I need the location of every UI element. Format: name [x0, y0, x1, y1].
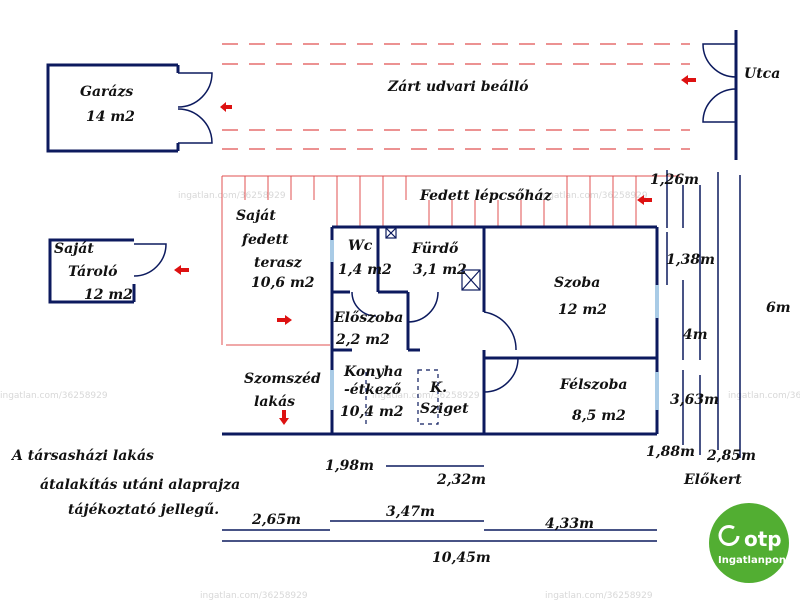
island-line1: K.: [429, 380, 447, 396]
street-name: Utca: [744, 66, 780, 82]
wc-name: Wc: [348, 238, 373, 254]
garage-name: Garázs: [80, 84, 133, 100]
terrace-line1: Saját: [236, 208, 276, 224]
dimension-lines: [222, 170, 741, 542]
dimension-labels: 1,26m 1,38m 4m 6m 3,63m 1,88m 2,85m 1,98…: [251, 172, 791, 566]
terrace-area: 10,6 m2: [251, 275, 315, 291]
hall-name: Előszoba: [333, 310, 403, 326]
fixtures: [365, 227, 481, 425]
storage-line1: Saját: [54, 241, 94, 257]
logo-symbol-icon: [718, 525, 740, 546]
dim-10-45: 10,45m: [432, 550, 491, 566]
room-name: Szoba: [554, 275, 600, 291]
stairwell-hatch: [221, 175, 680, 346]
bathroom-area: 3,1 m2: [413, 262, 467, 278]
dim-1-38: 1,38m: [666, 252, 715, 268]
front-garden-name: Előkert: [683, 472, 742, 488]
plan-note: A társasházi lakás átalakítás utáni alap…: [10, 448, 240, 518]
storage: [48, 238, 167, 304]
note-line3: tájékoztató jellegű.: [68, 502, 219, 518]
windows: [330, 240, 659, 410]
bathroom-name: Fürdő: [411, 241, 459, 257]
doors: [351, 291, 519, 393]
storage-area: 12 m2: [84, 287, 133, 303]
garage: [46, 63, 213, 153]
logo-brand: otp: [744, 527, 782, 551]
dim-3-47: 3,47m: [386, 504, 435, 520]
watermark: ingatlan.com/36258929: [178, 191, 286, 201]
dim-2-85: 2,85m: [706, 448, 756, 464]
dim-1-98: 1,98m: [325, 458, 374, 474]
neighbor-line1: Szomszéd: [244, 371, 321, 387]
watermark: ingatlan.com/36258929: [0, 391, 108, 401]
dim-3-63: 3,63m: [670, 392, 719, 408]
kitchen-line1: Konyha: [343, 364, 403, 380]
room-labels: Garázs 14 m2 Zárt udvari beálló Utca Fed…: [54, 66, 780, 488]
watermarks: ingatlan.com/36258929 ingatlan.com/36258…: [0, 191, 800, 600]
watermark: ingatlan.com/36258929: [728, 391, 800, 401]
room-area: 12 m2: [558, 302, 607, 318]
terrace-line3: terasz: [254, 255, 303, 271]
logo-badge: [709, 503, 789, 583]
dim-1-26: 1,26m: [650, 172, 699, 188]
dim-2-65: 2,65m: [251, 512, 301, 528]
otp-logo: otp Ingatlanpont: [709, 503, 791, 583]
dim-2-32: 2,32m: [436, 472, 486, 488]
watermark: ingatlan.com/36258929: [200, 591, 308, 600]
hall-area: 2,2 m2: [335, 332, 390, 348]
neighbor-line2: lakás: [254, 394, 295, 410]
note-line2: átalakítás utáni alaprajza: [40, 477, 240, 493]
watermark: ingatlan.com/36258929: [540, 191, 648, 201]
half-room-area: 8,5 m2: [572, 408, 626, 424]
half-room-name: Félszoba: [559, 377, 627, 393]
terrace-line2: fedett: [241, 232, 289, 248]
watermark: ingatlan.com/36258929: [545, 591, 653, 600]
dim-1-88: 1,88m: [646, 444, 695, 460]
arrows: [174, 75, 696, 425]
island-line2: Sziget: [420, 401, 469, 417]
dim-4: 4m: [683, 327, 708, 343]
garage-area: 14 m2: [86, 109, 135, 125]
driveway-dashes: [222, 43, 690, 150]
storage-line2: Tároló: [68, 264, 118, 280]
dim-6: 6m: [766, 300, 791, 316]
kitchen-area: 10,4 m2: [340, 404, 404, 420]
dim-4-33: 4,33m: [545, 516, 594, 532]
stairwell-name: Fedett lépcsőház: [419, 188, 553, 204]
driveway-name: Zárt udvari beálló: [387, 79, 529, 95]
kitchen-line2: -étkező: [344, 382, 402, 398]
street-gate: [702, 30, 738, 160]
logo-subtitle: Ingatlanpont: [718, 555, 791, 566]
watermark: ingatlan.com/36258929: [372, 391, 480, 401]
note-line1: A társasházi lakás: [10, 448, 154, 464]
wc-area: 1,4 m2: [338, 262, 392, 278]
